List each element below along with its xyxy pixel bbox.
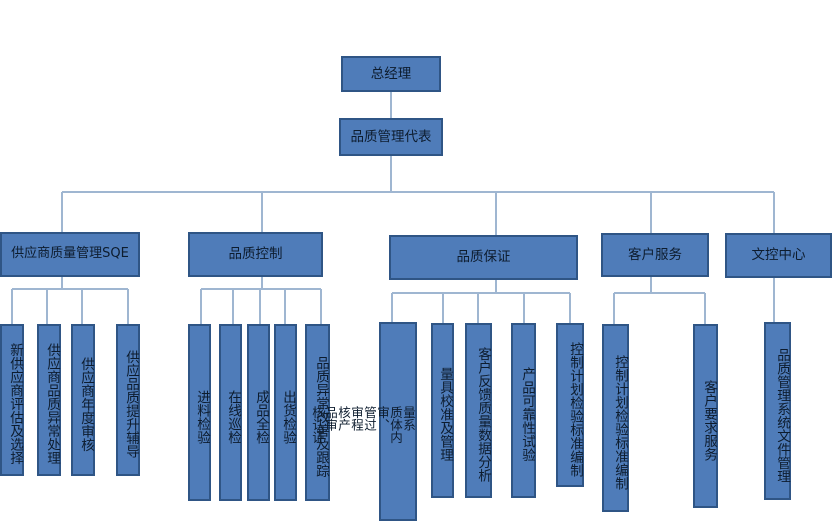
dept-sqe: 供应商质量管理SQE — [0, 232, 140, 277]
task-cs-control-plan-inspection-standard: 控制计划检验标准编制 — [602, 324, 629, 512]
dept-label: 客户服务 — [628, 246, 682, 263]
task-shipment-inspection: 出货检验 — [274, 324, 297, 501]
task-new-supplier-evaluation: 新供应商评估及选择 — [0, 324, 24, 476]
task-gauge-calibration: 量具校准及管理 — [431, 323, 454, 498]
node-general-manager: 总经理 — [341, 56, 441, 92]
task-customer-requirement-service: 客户要求服务 — [693, 324, 718, 508]
task-inline-patrol-inspection: 在线巡检 — [219, 324, 242, 501]
task-supplier-quality-exception: 供应商品质异常处理 — [37, 324, 61, 476]
task-finished-product-inspection: 成品全检 — [247, 324, 270, 501]
task-customer-feedback-analysis: 客户反馈质量数据分析 — [465, 323, 492, 498]
node-label: 总经理 — [370, 65, 412, 82]
task-quality-exception-improvement: 品质异常改善及跟踪 — [305, 324, 330, 501]
task-quality-system-process-product-audit: 量系 质体内 审、 管过 审程 核产 品审 核认证 — [310, 322, 417, 521]
task-quality-system-document-management: 品质管理系统文件管理 — [764, 322, 791, 500]
task-product-reliability-test: 产品可靠性试验 — [511, 323, 536, 498]
dept-label: 供应商质量管理SQE — [11, 246, 129, 262]
dept-customer-service: 客户服务 — [601, 233, 709, 277]
dept-label: 品质保证 — [456, 249, 511, 266]
task-supplier-annual-audit: 供应商年度审核 — [71, 324, 95, 476]
dept-quality-assurance: 品质保证 — [389, 235, 578, 280]
task-supplier-quality-coaching: 供应品质提升辅导 — [116, 324, 140, 476]
dept-label: 品质控制 — [228, 246, 283, 263]
dept-document-control: 文控中心 — [725, 233, 832, 278]
task-control-plan-inspection-standard: 控制计划检验标准编制 — [556, 323, 584, 487]
dept-quality-control: 品质控制 — [188, 232, 323, 277]
task-incoming-inspection: 进料检验 — [188, 324, 211, 501]
dept-label: 文控中心 — [751, 247, 806, 264]
node-quality-representative: 品质管理代表 — [339, 118, 443, 156]
node-label: 品质管理代表 — [350, 128, 432, 145]
